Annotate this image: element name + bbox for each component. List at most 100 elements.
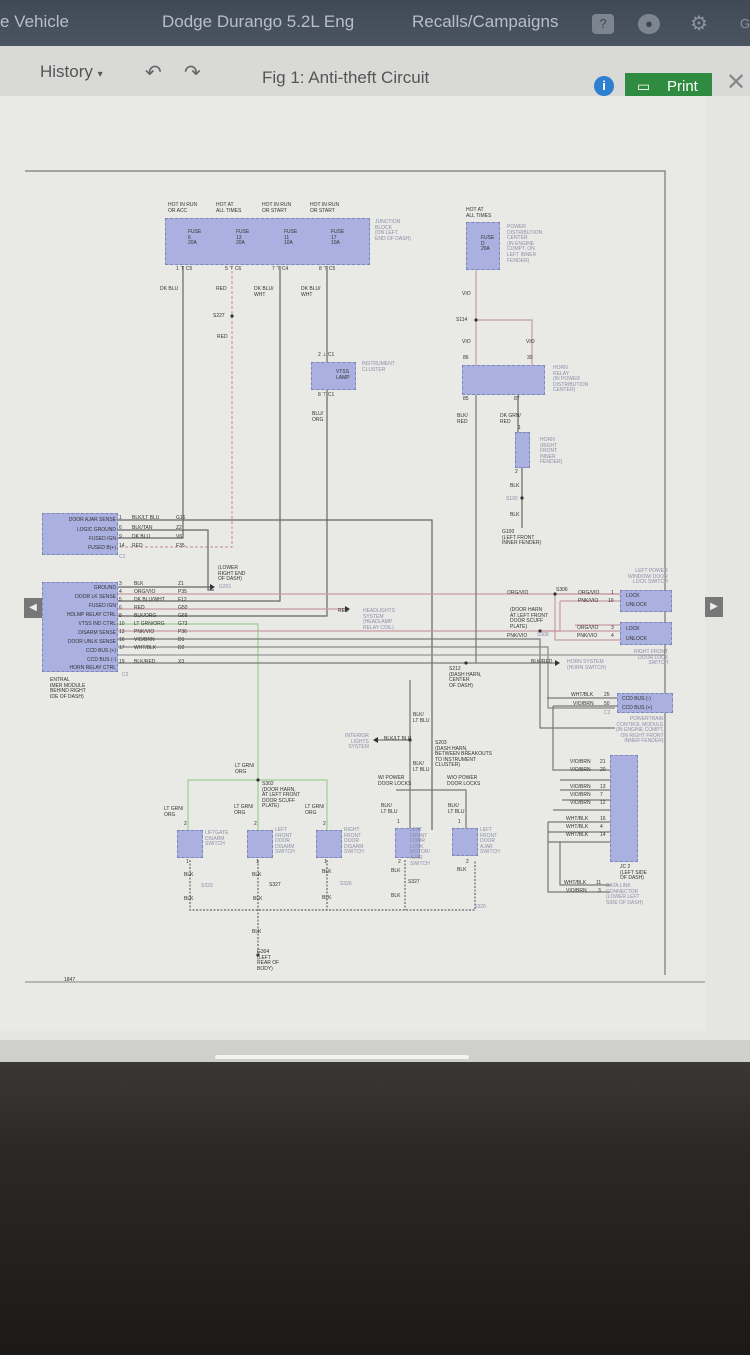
powertrain-control-module <box>617 693 673 713</box>
page-code: 1847 <box>64 977 76 983</box>
circuit-id: Z2 <box>176 525 182 531</box>
pin-label: 8 ⊤ C5 <box>319 266 336 272</box>
wire-label: BLK/ LT BLU <box>413 712 430 724</box>
pin-label: 1 <box>397 819 400 825</box>
wire-label: BLK <box>391 893 401 899</box>
close-button[interactable]: ✕ <box>726 69 747 96</box>
pin-name: HDLMP RELAY CTRL <box>66 612 116 618</box>
circuit-id: F12 <box>178 597 187 603</box>
wire-label: WHT/BLK <box>566 832 589 838</box>
splice-label: S327 <box>408 879 420 885</box>
splice-label: S326 <box>340 881 352 887</box>
wire-label: VIO/BRN <box>570 792 591 798</box>
wire-label: DK BLU/ WHT <box>301 286 321 298</box>
wire-color: DK BLU/WHT <box>134 597 165 603</box>
pin-number: 6 <box>119 525 122 531</box>
history-dropdown[interactable]: History ▾ <box>40 62 103 82</box>
pin-label: 85 <box>463 396 469 402</box>
wire-label: ORG/VIO <box>578 590 600 596</box>
vehicle-tab[interactable]: e Vehicle <box>0 12 69 31</box>
vehicle-selector[interactable]: Dodge Durango 5.2L Eng <box>162 12 355 31</box>
back-arrow-icon[interactable]: ↶ <box>145 62 162 84</box>
print-button[interactable]: ▭Print <box>625 73 712 100</box>
fuse-header: HOT IN RUN OR START <box>262 202 292 214</box>
wire-label: BLK <box>457 867 467 873</box>
settings-icon[interactable]: ⚙ <box>690 13 708 35</box>
splice-label: S327 <box>269 882 281 888</box>
junction-connector-jc2 <box>610 755 638 862</box>
pin-label: 14 <box>600 832 606 838</box>
wire-label: RED <box>217 334 228 340</box>
wire-label: VIO/BRN <box>570 759 591 765</box>
wire-label: PNK/VIO <box>507 633 528 639</box>
pin-name: DOOR UNLK SENSE <box>67 639 116 645</box>
pin-label: 1 <box>186 859 189 865</box>
wire-label: VIO/BRN <box>570 800 591 806</box>
horn-label: HORN (RIGHT FRONT INNER FENDER) <box>540 437 563 466</box>
vehicle-icon[interactable]: ● <box>638 14 660 34</box>
info-icon[interactable]: i <box>594 76 614 96</box>
wire-label: VIO/BRN <box>566 888 587 894</box>
pin-name: DOOR LK SENSE <box>75 594 116 600</box>
fuse-label: FUSE 6 20A <box>188 229 202 247</box>
pin-label: 2 <box>323 821 326 827</box>
circuit-id: D1 <box>178 637 185 643</box>
recalls-tab[interactable]: Recalls/Campaigns <box>412 12 559 31</box>
module-connector-c2 <box>42 582 118 672</box>
pin-name: CCD BUS (+) <box>85 648 116 654</box>
circuit-id: G69 <box>178 613 188 619</box>
pin-name: DISARM SENSE <box>78 630 116 636</box>
horizontal-scrollbar[interactable] <box>215 1055 469 1059</box>
option-label: W/ POWER DOOR LOCKS <box>378 775 412 787</box>
previous-figure-button[interactable]: ◀ <box>24 598 42 618</box>
circuit-id: X3 <box>178 659 185 665</box>
wire-label: ORG/VIO <box>507 590 529 596</box>
connector-label: C2 <box>122 672 129 678</box>
wire-label: BLK <box>253 896 263 902</box>
pin-label: 1 <box>458 819 461 825</box>
pin-label: 1 <box>256 859 259 865</box>
toolbar: History ▾ ↶ ↷ Fig 1: Anti-theft Circuit … <box>0 46 750 100</box>
forward-arrow-icon[interactable]: ↷ <box>184 62 201 84</box>
wire-label: VIO <box>462 291 471 297</box>
wire-color: BLK/LT BLU <box>132 515 160 521</box>
splice-label: S323 <box>201 883 213 889</box>
wire-label: PNK/VIO <box>577 633 598 639</box>
wire-label: WHT/BLK <box>564 880 587 886</box>
next-figure-button[interactable]: ▶ <box>705 597 723 617</box>
pin-name: DOOR AJAR SENSE <box>68 517 116 523</box>
wire-label: BLK <box>510 483 520 489</box>
splice-label: S227 <box>213 313 225 319</box>
switch-label: LEFT FRONT DOOR AJAR SWITCH <box>480 827 500 856</box>
wire-label: PNK/VIO <box>578 598 599 604</box>
horn-relay <box>462 365 545 395</box>
liftgate-disarm-switch <box>177 830 203 858</box>
circuit-id: G16 <box>176 515 186 521</box>
wire-color: VIO/BRN <box>134 637 155 643</box>
pin-name: CCD BUS (-) <box>87 657 116 663</box>
pin-name: VTSS IND CTRL <box>78 621 116 627</box>
pin-name: FUSED IGN <box>88 603 116 609</box>
pin-name: GROUND <box>93 585 116 591</box>
pdc-label: POWER DISTRIBUTION CENTER (IN ENGINE COM… <box>507 224 543 264</box>
help-icon[interactable]: ? <box>592 14 614 34</box>
circuit-id: Z1 <box>178 581 184 587</box>
pin-number: 17 <box>119 645 125 651</box>
wire-label: LT GRN/ ORG <box>305 804 325 816</box>
pin-label: 5 ⊤ C6 <box>225 266 242 272</box>
wire-label: BLK <box>184 872 194 878</box>
more-icon[interactable]: G <box>739 16 750 31</box>
wire-label: WHT/BLK <box>571 692 594 698</box>
pin-number: 9 <box>119 534 122 540</box>
pin-label: 7 <box>600 792 603 798</box>
wire-label: BLK <box>252 872 262 878</box>
pin-number: 8 <box>119 613 122 619</box>
wire-label: BLK/ RED <box>457 413 468 425</box>
pin-label: 1 <box>324 859 327 865</box>
wire-color: PNK/VIO <box>134 629 155 635</box>
wire-label: VIO/BRN <box>573 701 594 707</box>
wire-color: BLK <box>134 581 144 587</box>
device-bezel <box>0 1062 750 1355</box>
junction-block-label: JUNCTION BLOCK (ON LEFT END OF DASH) <box>375 219 411 242</box>
wire-label: BLU/ ORG <box>312 411 324 423</box>
